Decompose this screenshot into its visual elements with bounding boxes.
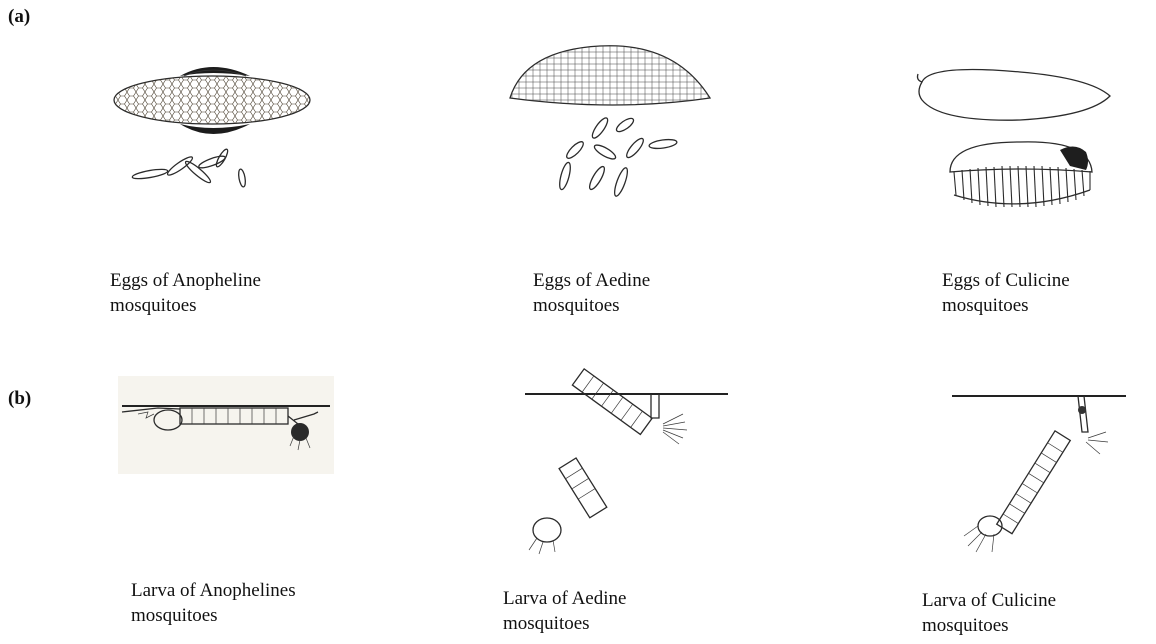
caption-anopheline-larva: Larva of Anophelines mosquitoes <box>131 578 411 628</box>
caption-line: mosquitoes <box>533 293 813 318</box>
culicine-larva-illustration <box>950 386 1130 556</box>
anopheline-eggs-illustration <box>100 56 360 196</box>
caption-line: mosquitoes <box>922 613 1156 638</box>
caption-aedine-larva: Larva of Aedine mosquitoes <box>503 586 783 636</box>
caption-line: Larva of Anophelines <box>131 578 411 603</box>
caption-line: Eggs of Culicine <box>942 268 1156 293</box>
caption-anopheline-eggs: Eggs of Anopheline mosquitoes <box>110 268 390 318</box>
caption-line: Eggs of Aedine <box>533 268 813 293</box>
culicine-eggs-illustration <box>910 70 1130 220</box>
caption-line: mosquitoes <box>131 603 411 628</box>
aedine-larva-illustration <box>523 384 733 556</box>
part-b-label: (b) <box>8 388 31 410</box>
caption-aedine-eggs: Eggs of Aedine mosquitoes <box>533 268 813 318</box>
caption-culicine-eggs: Eggs of Culicine mosquitoes <box>942 268 1156 318</box>
part-a-label: (a) <box>8 6 30 28</box>
caption-line: Larva of Aedine <box>503 586 783 611</box>
caption-culicine-larva: Larva of Culicine mosquitoes <box>922 588 1156 638</box>
caption-line: mosquitoes <box>503 611 783 636</box>
aedine-eggs-illustration <box>505 40 725 210</box>
caption-line: mosquitoes <box>110 293 390 318</box>
caption-line: mosquitoes <box>942 293 1156 318</box>
anopheline-larva-illustration <box>118 376 334 474</box>
caption-line: Larva of Culicine <box>922 588 1156 613</box>
caption-line: Eggs of Anopheline <box>110 268 390 293</box>
